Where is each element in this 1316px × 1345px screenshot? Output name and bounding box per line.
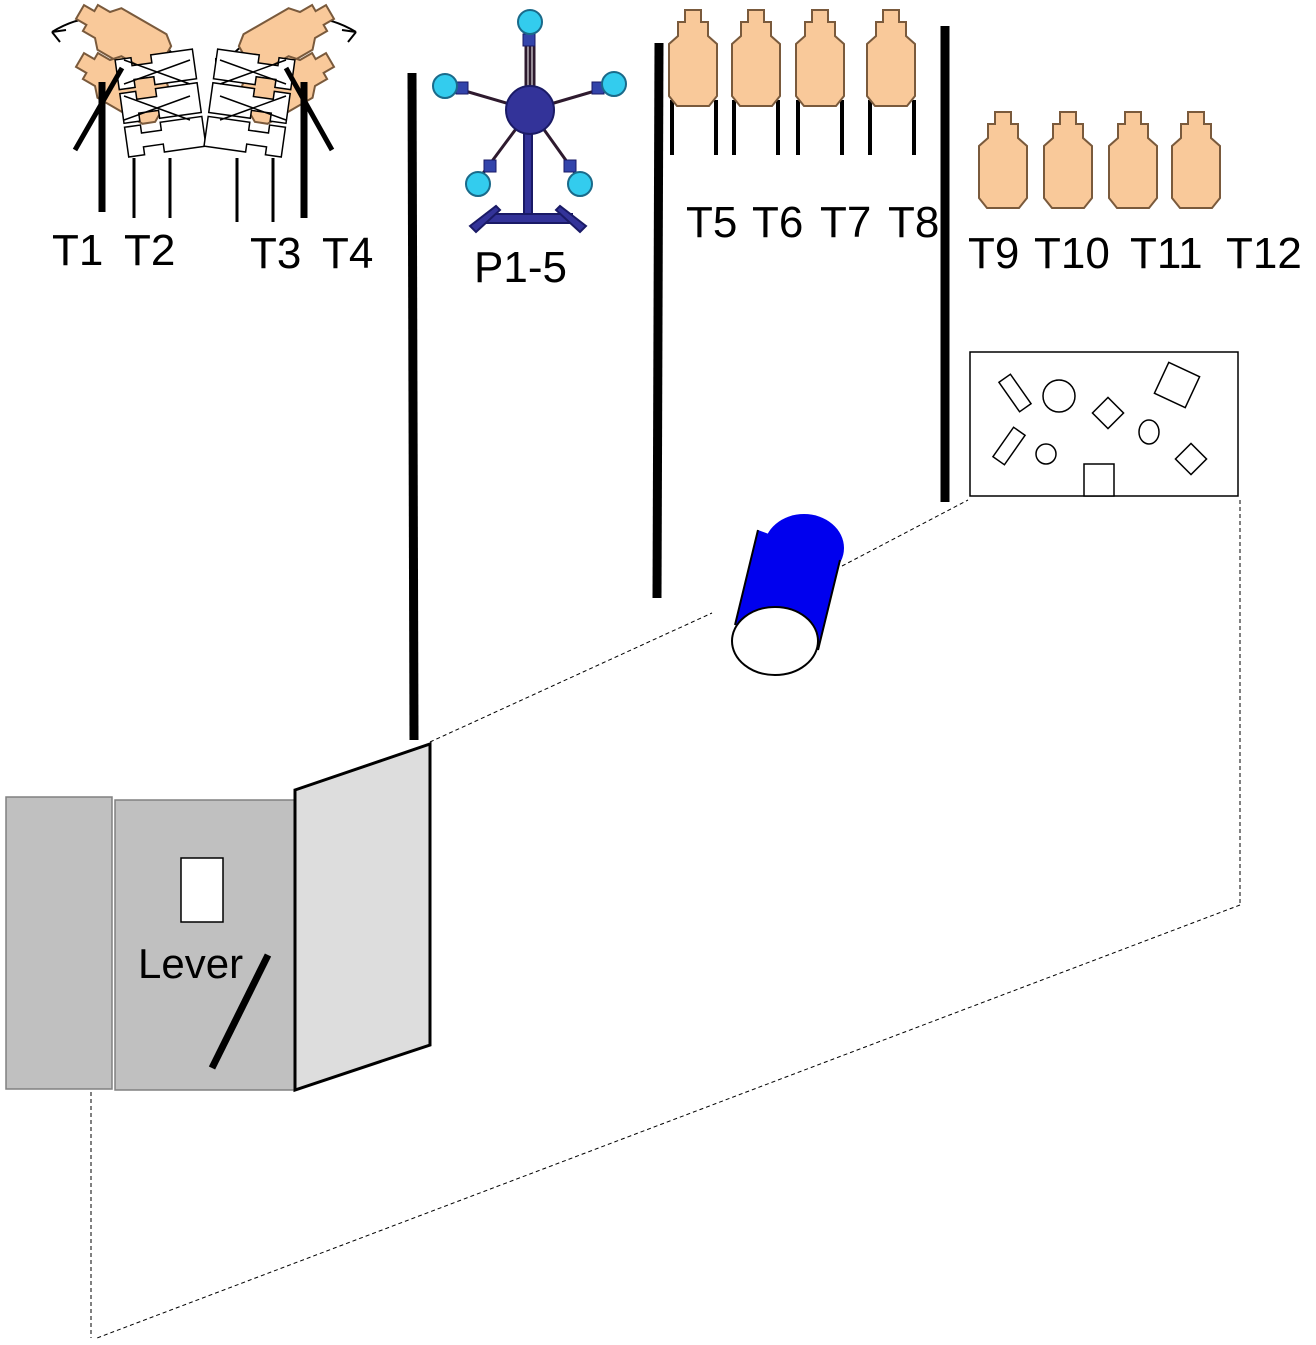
barrel-icon — [731, 514, 844, 676]
label-t8: T8 — [888, 198, 939, 247]
booth-door-panel — [293, 741, 432, 1093]
targets-t5-t8-icon — [668, 9, 916, 155]
wall-center — [652, 42, 664, 599]
label-t7: T7 — [820, 198, 871, 247]
wall-left — [407, 72, 419, 741]
label-t4: T4 — [322, 229, 373, 278]
swinger-left-stand — [72, 66, 172, 218]
label-p1-5: P1-5 — [474, 243, 567, 292]
booth-center-panel — [114, 799, 296, 1091]
lever-icon — [208, 953, 272, 1070]
swinger-t2-noshoot-target-icon — [114, 48, 207, 158]
label-t9: T9 — [968, 229, 1019, 278]
label-t12: T12 — [1226, 229, 1302, 278]
label-t3: T3 — [250, 229, 301, 278]
fault-lines — [90, 499, 1241, 1339]
swinger-t3-noshoot-target-icon — [203, 48, 296, 158]
label-t5: T5 — [686, 198, 737, 247]
label-t2: T2 — [124, 226, 175, 275]
label-lever: Lever — [138, 940, 243, 987]
booth-window — [180, 857, 224, 923]
swinger-targets-group — [51, 0, 357, 222]
shooting-booth — [5, 741, 432, 1093]
label-t6: T6 — [752, 198, 803, 247]
booth-left-panel — [5, 796, 113, 1090]
targets-t9-t12-icon — [978, 111, 1221, 209]
label-t1: T1 — [52, 226, 103, 275]
label-t10: T10 — [1034, 229, 1110, 278]
star-plate-target-icon — [432, 9, 627, 234]
swinger-right-stand — [235, 66, 335, 222]
table-with-objects — [969, 351, 1239, 497]
label-t11: T11 — [1130, 229, 1203, 278]
